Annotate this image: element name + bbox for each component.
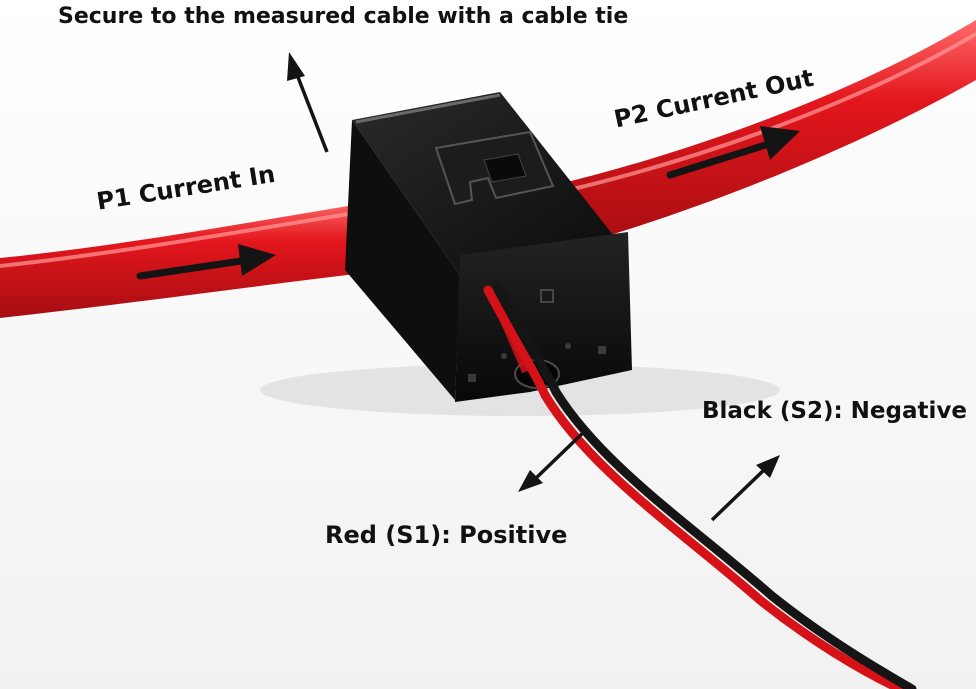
face-marking-dot-right bbox=[565, 343, 571, 349]
main-cable-right-highlight bbox=[559, 32, 976, 194]
face-marking-square bbox=[540, 289, 554, 303]
cable-tie-label: Secure to the measured cable with a cabl… bbox=[58, 4, 629, 29]
arrow-current-in bbox=[136, 244, 276, 280]
arrow-red-lead bbox=[518, 426, 590, 492]
arrow-current-out bbox=[666, 126, 800, 179]
lead-red bbox=[483, 285, 905, 689]
black-lead-label: Black (S2): Negative bbox=[702, 398, 967, 424]
sensor-front bbox=[455, 232, 632, 402]
main-cable-left-highlight bbox=[0, 206, 386, 268]
main-cable-left bbox=[0, 200, 390, 318]
face-marking-dot-left bbox=[501, 353, 507, 359]
arrow-cable-tie bbox=[287, 52, 329, 153]
arrow-black-lead bbox=[710, 455, 780, 522]
sensor-top bbox=[352, 92, 625, 275]
face-marking-left bbox=[468, 374, 476, 382]
face-marking-right bbox=[598, 346, 606, 354]
lead-black bbox=[493, 283, 917, 689]
red-lead-label: Red (S1): Positive bbox=[325, 521, 568, 549]
sensor-edge-highlight bbox=[355, 93, 501, 124]
latch-clip-slot bbox=[483, 153, 527, 183]
sensor-left-side bbox=[345, 120, 460, 400]
lead-pass-through bbox=[487, 288, 528, 374]
